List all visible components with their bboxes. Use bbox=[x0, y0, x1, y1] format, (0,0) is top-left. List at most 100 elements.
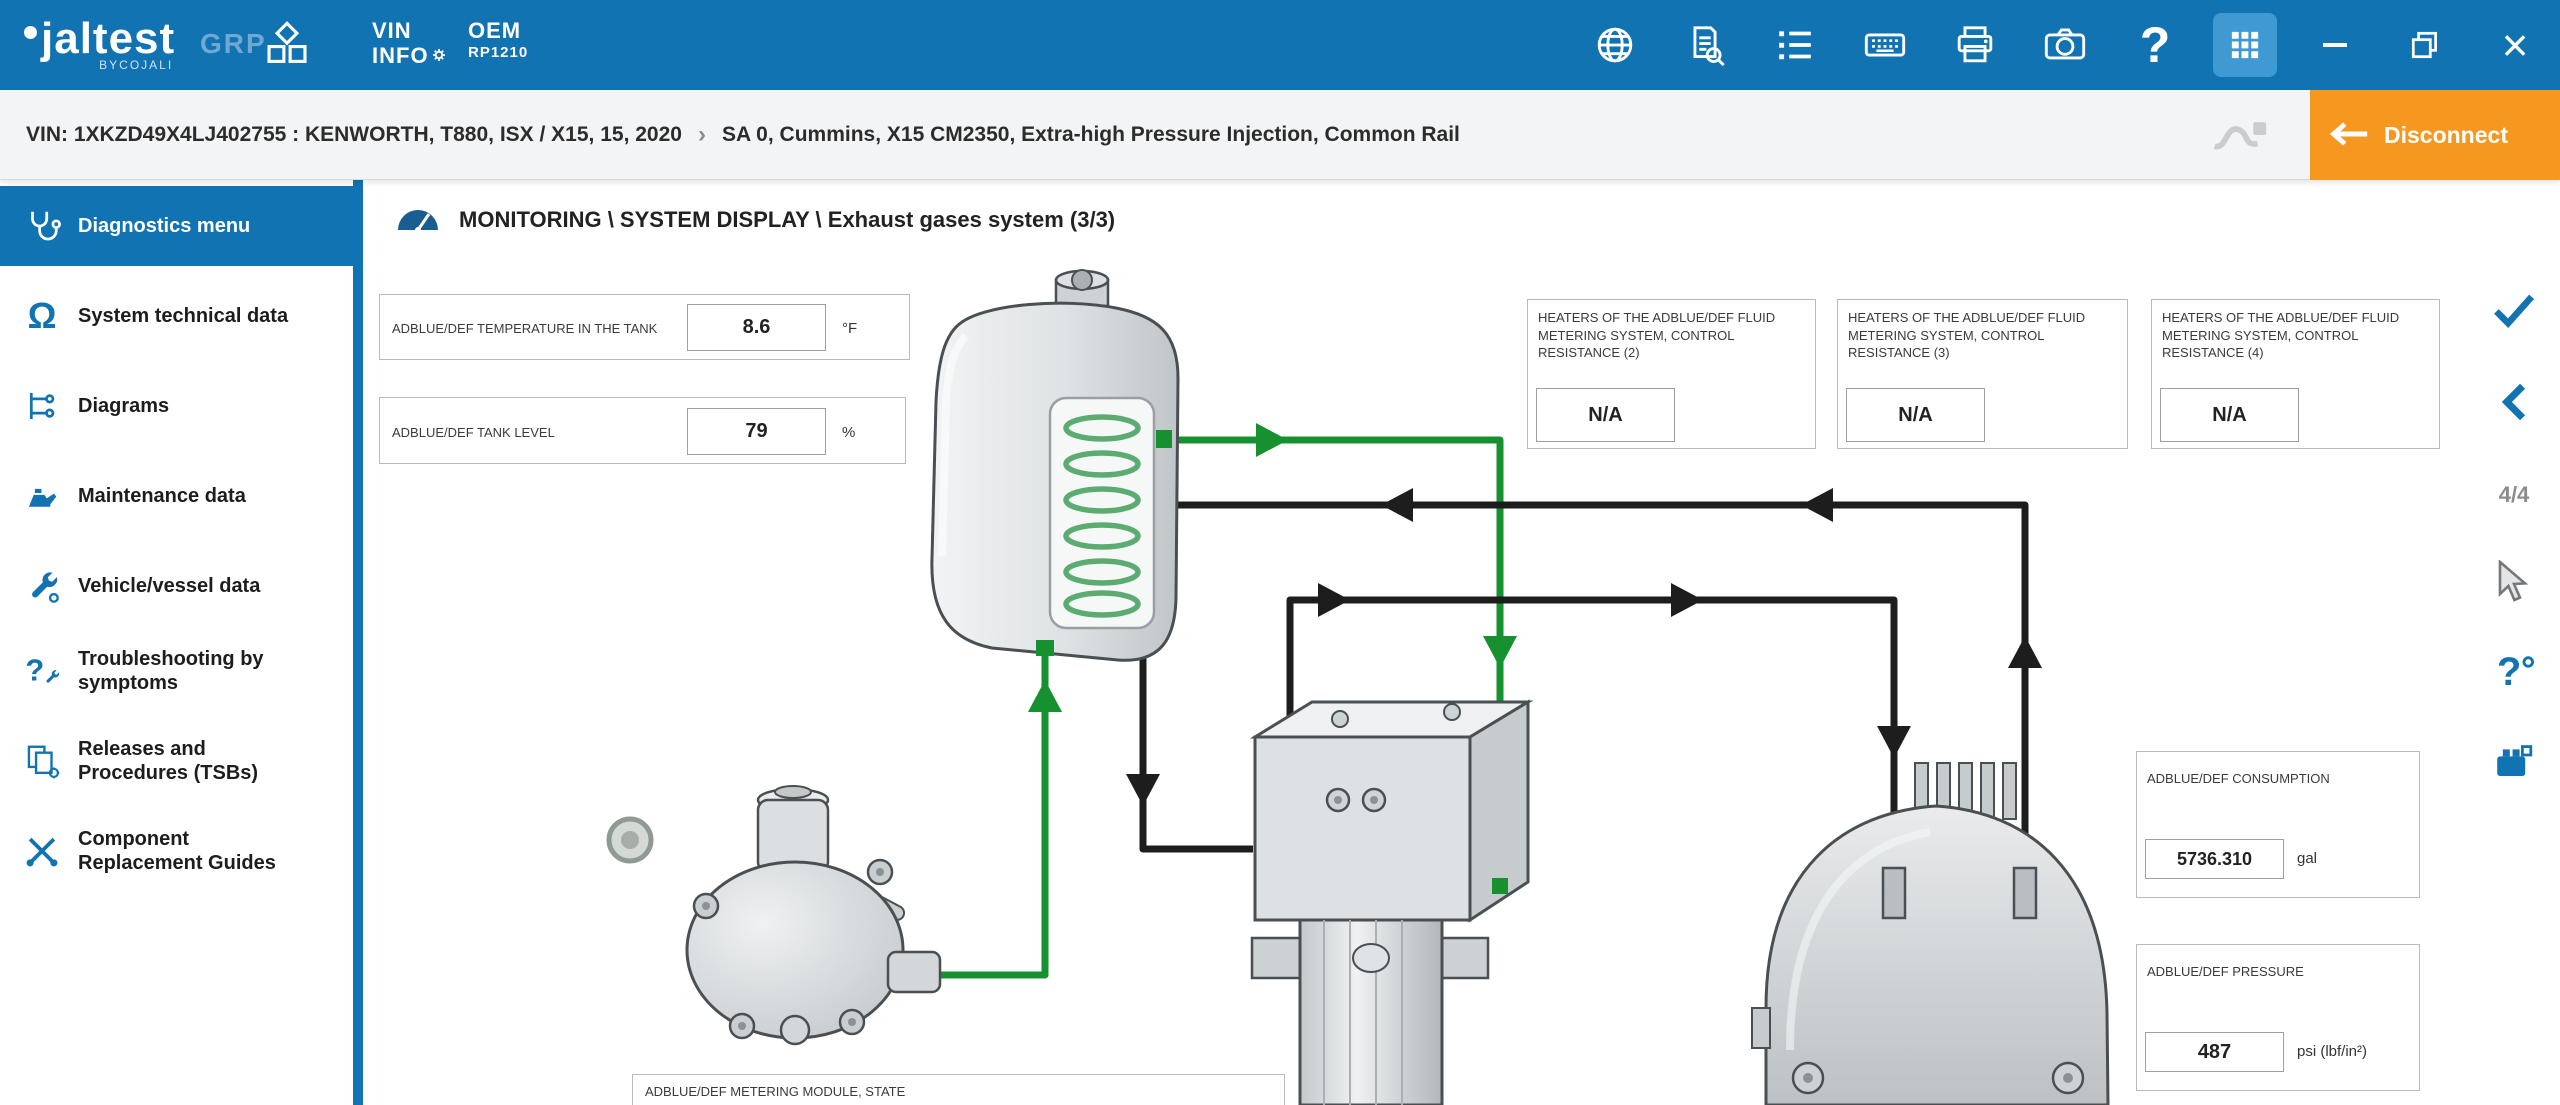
metering-module-illustration bbox=[1249, 699, 1534, 1105]
diagnostics-icon bbox=[20, 207, 64, 245]
svg-text:?: ? bbox=[2497, 650, 2521, 694]
field-label: ADBLUE/DEF TEMPERATURE IN THE TANK bbox=[392, 321, 658, 336]
troubleshooting-icon: ? bbox=[20, 652, 64, 690]
breadcrumb: MONITORING \ SYSTEM DISPLAY \ Exhaust ga… bbox=[395, 202, 1115, 237]
confirm-check-icon[interactable] bbox=[2474, 292, 2554, 328]
help-icon[interactable]: ? bbox=[2110, 0, 2200, 90]
vehicle-info-bar: VIN: 1XKZD49X4LJ402755 : KENWORTH, T880,… bbox=[0, 90, 2560, 180]
help-search-icon[interactable]: ? bbox=[2474, 650, 2554, 694]
field-label: HEATERS OF THE ADBLUE/DEF FLUID METERING… bbox=[1538, 310, 1776, 360]
sidebar-item-label: Diagrams bbox=[78, 395, 170, 417]
minimize-icon[interactable] bbox=[2290, 0, 2380, 90]
sidebar-item-label: Maintenance data bbox=[78, 485, 246, 507]
oem-line2: RP1210 bbox=[468, 44, 529, 61]
logo-text: jaltest bbox=[41, 14, 176, 63]
grp-label: GRP bbox=[200, 28, 267, 59]
field-pressure: ADBLUE/DEF PRESSURE 487 psi (lbf/in²) bbox=[2136, 944, 2420, 1091]
field-value: 5736.310 bbox=[2145, 839, 2284, 879]
sidebar-item-vehicle-vessel-data[interactable]: Vehicle/vessel data bbox=[0, 546, 363, 626]
sidebar-accent-strip bbox=[353, 180, 363, 1105]
previous-page-chevron-icon[interactable] bbox=[2474, 382, 2554, 422]
field-consumption: ADBLUE/DEF CONSUMPTION 5736.310 gal bbox=[2136, 751, 2420, 898]
svg-text:?: ? bbox=[25, 653, 44, 688]
sidebar-item-releases-tsbs[interactable]: Releases and Procedures (TSBs) bbox=[0, 721, 363, 801]
connection-cable-icon bbox=[2210, 115, 2268, 160]
vin-text: VIN: 1XKZD49X4LJ402755 : KENWORTH, T880,… bbox=[26, 123, 682, 146]
sidebar-item-label: Troubleshooting by symptoms bbox=[78, 648, 264, 694]
close-icon[interactable]: × bbox=[2470, 0, 2560, 90]
sidebar-item-maintenance-data[interactable]: Maintenance data bbox=[0, 456, 363, 536]
sidebar-item-diagrams[interactable]: Diagrams bbox=[0, 366, 363, 446]
omega-icon: Ω bbox=[27, 295, 57, 336]
vin-info-line1: VIN bbox=[372, 18, 412, 43]
system-diagram bbox=[606, 269, 2110, 1105]
sidebar-item-diagnostics-menu[interactable]: Diagnostics menu bbox=[0, 186, 363, 266]
field-value: N/A bbox=[1536, 388, 1675, 442]
sidebar-item-troubleshooting[interactable]: ? Troubleshooting by symptoms bbox=[0, 631, 363, 711]
field-metering-state: ADBLUE/DEF METERING MODULE, STATE bbox=[632, 1074, 1285, 1105]
component-box-icon[interactable] bbox=[2474, 742, 2554, 782]
field-label: ADBLUE/DEF PRESSURE bbox=[2147, 964, 2304, 979]
field-unit: °F bbox=[842, 320, 858, 337]
oem-line1: OEM bbox=[468, 18, 522, 43]
tools-icon bbox=[20, 832, 64, 870]
field-value: 487 bbox=[2145, 1032, 2284, 1072]
field-label: HEATERS OF THE ADBLUE/DEF FLUID METERING… bbox=[2162, 310, 2400, 360]
logo-byline: BYCOJALI bbox=[99, 58, 174, 72]
field-value: 8.6 bbox=[687, 304, 826, 351]
sidebar-item-label: Component Replacement Guides bbox=[78, 828, 276, 874]
flow-arrows bbox=[1028, 423, 2042, 806]
oil-can-icon bbox=[20, 477, 64, 515]
field-label: ADBLUE/DEF TANK LEVEL bbox=[392, 425, 555, 440]
wrench-icon bbox=[20, 567, 64, 605]
scr-unit-illustration bbox=[1751, 762, 2110, 1105]
jaltest-logo[interactable]: jaltest BYCOJALI bbox=[24, 14, 176, 72]
field-value: N/A bbox=[2160, 388, 2299, 442]
report-icon[interactable] bbox=[1660, 0, 1750, 90]
disconnect-button[interactable]: Disconnect bbox=[2310, 90, 2560, 180]
sidebar-item-label: Diagnostics menu bbox=[78, 215, 251, 237]
field-label: ADBLUE/DEF CONSUMPTION bbox=[2147, 771, 2330, 786]
field-heater-4: HEATERS OF THE ADBLUE/DEF FLUID METERING… bbox=[2151, 299, 2440, 449]
pump-illustration bbox=[606, 785, 942, 1046]
system-text: SA 0, Cummins, X15 CM2350, Extra-high Pr… bbox=[721, 123, 1460, 146]
apps-grid-active-bg bbox=[2213, 13, 2277, 77]
camera-icon[interactable] bbox=[2020, 0, 2110, 90]
back-arrow-icon bbox=[2328, 119, 2370, 152]
sidebar-item-label: Vehicle/vessel data bbox=[78, 575, 261, 597]
field-label: HEATERS OF THE ADBLUE/DEF FLUID METERING… bbox=[1848, 310, 2086, 360]
globe-icon[interactable] bbox=[1570, 0, 1660, 90]
vin-info-line2: INFO bbox=[372, 43, 429, 68]
breadcrumb-separator: › bbox=[697, 121, 706, 148]
disconnect-label: Disconnect bbox=[2384, 121, 2508, 148]
field-value: 79 bbox=[687, 408, 826, 455]
field-heater-3: HEATERS OF THE ADBLUE/DEF FLUID METERING… bbox=[1837, 299, 2128, 449]
vin-info-button[interactable]: VIN INFO bbox=[372, 18, 445, 68]
gauge-icon bbox=[395, 202, 441, 237]
modules-cubes-icon[interactable] bbox=[262, 20, 312, 73]
field-tank-level: ADBLUE/DEF TANK LEVEL 79 % bbox=[379, 397, 906, 464]
apps-grid-icon[interactable] bbox=[2200, 0, 2290, 90]
page-indicator: 4/4 bbox=[2498, 482, 2530, 507]
sidebar-item-system-technical-data[interactable]: Ω System technical data bbox=[0, 276, 363, 356]
field-temperature: ADBLUE/DEF TEMPERATURE IN THE TANK 8.6 °… bbox=[379, 294, 910, 360]
breadcrumb-text: MONITORING \ SYSTEM DISPLAY \ Exhaust ga… bbox=[459, 206, 1116, 232]
gear-icon bbox=[431, 47, 447, 66]
list-icon[interactable] bbox=[1750, 0, 1840, 90]
field-unit: psi (lbf/in²) bbox=[2297, 1043, 2368, 1060]
top-bar: jaltest BYCOJALI GRP VIN INFO OEM RP1210 bbox=[0, 0, 2560, 90]
documents-icon bbox=[20, 742, 64, 780]
main-content: MONITORING \ SYSTEM DISPLAY \ Exhaust ga… bbox=[363, 180, 2560, 1105]
sidebar: Diagnostics menu Ω System technical data… bbox=[0, 180, 363, 1105]
oem-rp1210-button[interactable]: OEM RP1210 bbox=[468, 18, 528, 63]
mouse-cursor bbox=[2496, 559, 2530, 609]
sidebar-item-component-guides[interactable]: Component Replacement Guides bbox=[0, 811, 363, 891]
sidebar-item-label: Releases and Procedures (TSBs) bbox=[78, 738, 259, 784]
logo-dot-icon bbox=[24, 26, 37, 39]
restore-icon[interactable] bbox=[2380, 0, 2470, 90]
field-heater-2: HEATERS OF THE ADBLUE/DEF FLUID METERING… bbox=[1527, 299, 1816, 449]
keyboard-icon[interactable] bbox=[1840, 0, 1930, 90]
topbar-icon-row: ? × bbox=[1570, 0, 2560, 90]
printer-icon[interactable] bbox=[1930, 0, 2020, 90]
sidebar-item-label: System technical data bbox=[78, 305, 289, 327]
